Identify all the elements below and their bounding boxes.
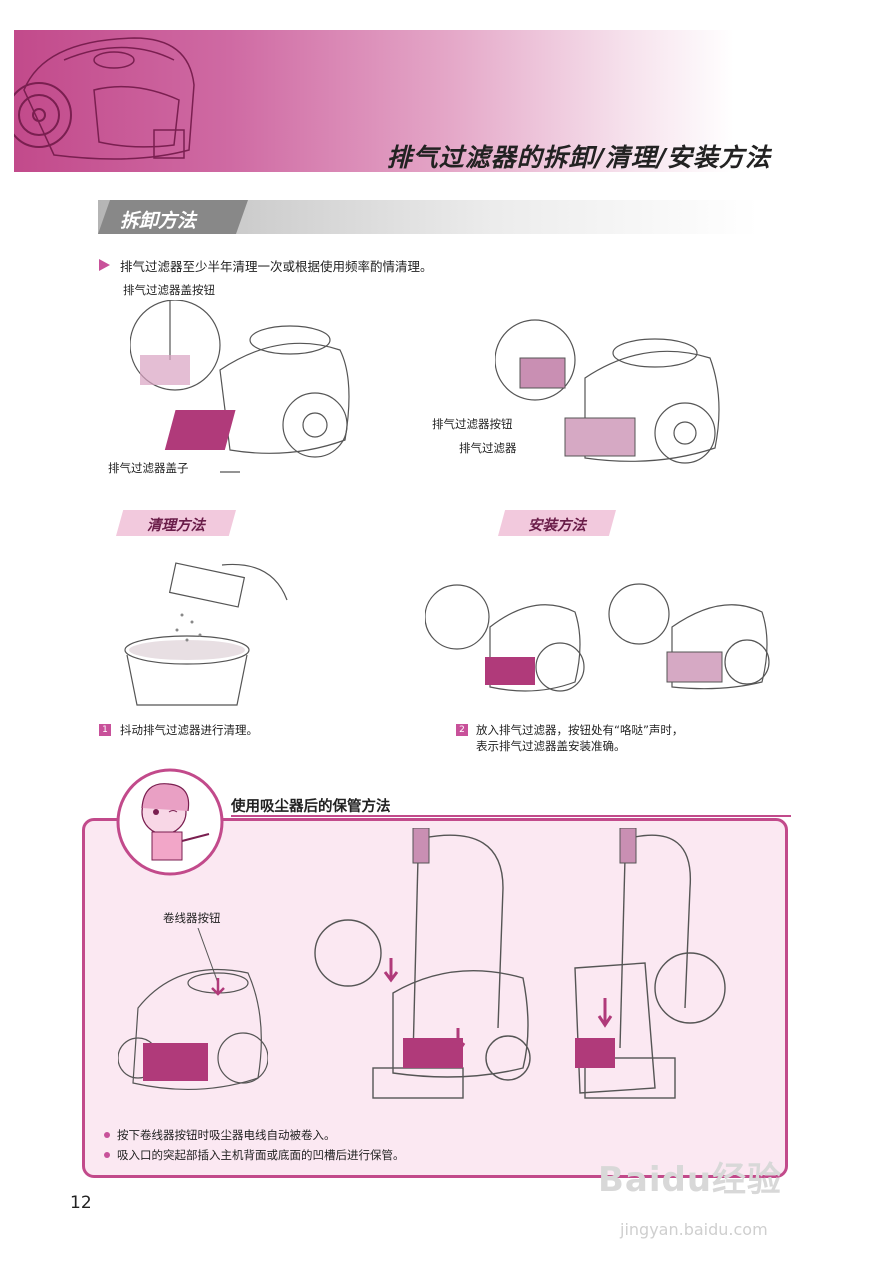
storage-bullet-2: 吸入口的突起部插入主机背面或底面的凹槽后进行保管。 [117,1148,405,1162]
tag-clean: 清理方法 [116,510,236,536]
step-install-text-2: 表示排气过滤器盖安装准确。 [476,739,626,753]
install-filter-illustration-1 [425,584,585,692]
watermark-brand: Baidu经验 [598,1160,783,1200]
install-filter-illustration-2 [608,583,770,690]
step-number-1: 1 [99,724,111,736]
page-number: 12 [70,1193,92,1213]
tag-install: 安装方法 [498,510,616,536]
remove-filter-illustration [495,319,720,464]
remove-filter-cover-illustration [130,300,350,473]
header-banner [14,30,734,172]
tag-clean-label: 清理方法 [147,518,205,534]
bullet-dot-icon [104,1132,110,1138]
storage-title: 使用吸尘器后的保管方法 [231,799,391,815]
bullet-triangle-icon [99,259,110,271]
label-filter-button: 排气过滤器按钮 [432,417,513,431]
vacuum-header-illustration [14,37,195,160]
watermark-url: jingyan.baidu.com [620,1220,768,1239]
storage-upright-illustration [314,828,531,1099]
bullet-dot-icon [104,1152,110,1158]
storage-title-underline [231,815,791,817]
step-number-2: 2 [456,724,468,736]
tag-install-label: 安装方法 [528,518,586,534]
reel-button-illustration [118,928,268,1091]
step-install-text-1: 放入排气过滤器，按钮处有“咯哒”声时， [476,723,684,737]
section-title-remove: 拆卸方法 [120,210,197,232]
label-filter: 排气过滤器 [459,441,517,455]
clean-filter-illustration [124,562,288,706]
label-cover-button: 排气过滤器盖按钮 [123,283,215,297]
page-title: 排气过滤器的拆卸/清理/安装方法 [386,143,771,172]
section-heading-tab [98,200,248,234]
label-reel-button: 卷线器按钮 [163,911,221,925]
remove-note: 排气过滤器至少半年清理一次或根据使用频率酌情清理。 [120,259,433,274]
step-clean-text: 抖动排气过滤器进行清理。 [120,723,258,737]
storage-panel [82,818,788,1178]
storage-standing-illustration [574,828,726,1099]
storage-bullet-1: 按下卷线器按钮时吸尘器电线自动被卷入。 [117,1128,336,1142]
label-cover: 排气过滤器盖子 [108,461,189,475]
mascot-girl-icon [116,768,224,876]
